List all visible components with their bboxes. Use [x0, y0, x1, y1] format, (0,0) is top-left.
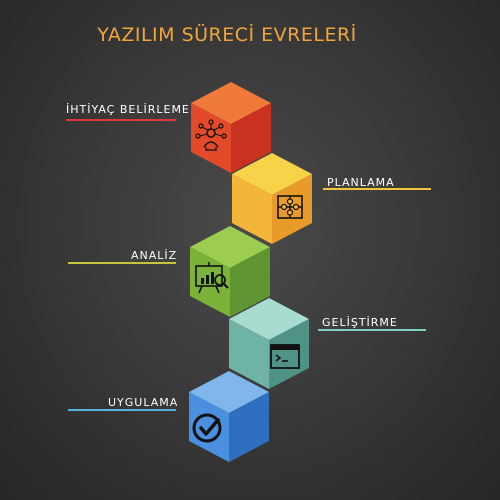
page-title: YAZILIM SÜRECİ EVRELERİ: [97, 24, 357, 46]
cube-ihtiyac: [191, 82, 271, 173]
people-network-icon: [195, 119, 227, 151]
cube-uygulama: [189, 371, 269, 462]
stage-line-uygulama: [68, 409, 176, 411]
analysis-board-icon: [195, 262, 229, 294]
stage-label-planlama: PLANLAMA: [327, 176, 395, 189]
cube-planlama: [232, 153, 312, 244]
stage-label-gelistirme: GELİŞTİRME: [322, 316, 398, 329]
stage-line-analiz: [68, 262, 176, 264]
stage-line-planlama: [323, 188, 431, 190]
puzzle-icon: [277, 195, 303, 219]
stage-label-ihtiyac: İHTİYAÇ BELİRLEME: [66, 103, 190, 116]
stage-line-ihtiyac: [66, 119, 176, 121]
stage-label-uygulama: UYGULAMA: [108, 396, 179, 409]
terminal-icon: [270, 344, 300, 369]
cube-analiz: [190, 226, 270, 317]
check-circle-icon: [192, 413, 222, 443]
stage-line-gelistirme: [318, 329, 426, 331]
stage-label-analiz: ANALİZ: [131, 249, 178, 262]
cube-gelistirme: [229, 298, 309, 389]
